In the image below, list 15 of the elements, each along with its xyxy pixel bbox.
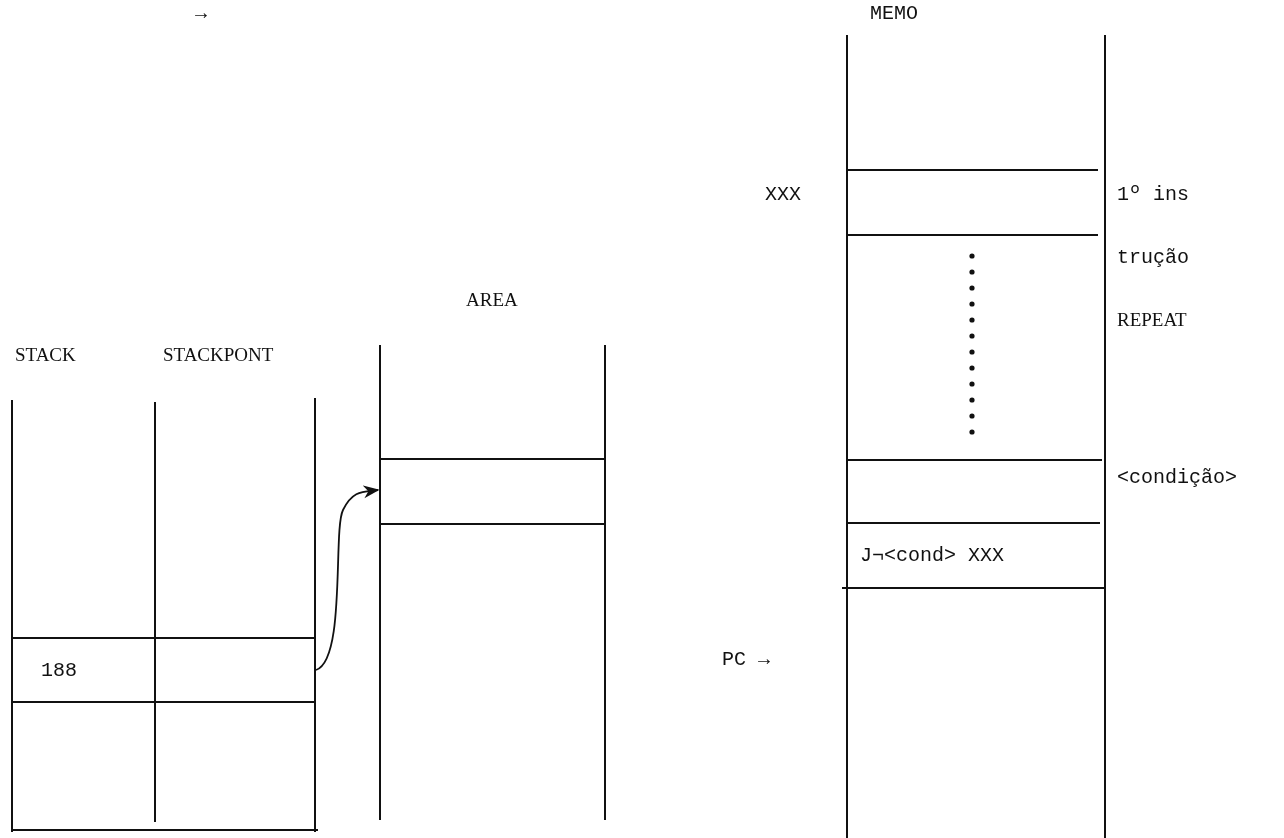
memory-cell: J¬<cond> XXX: [848, 524, 1104, 587]
column-label: STACKPONT: [163, 343, 274, 367]
curved-arrow: [315, 485, 380, 671]
memory-cell: 188: [13, 639, 154, 701]
column-label: MEMO: [870, 2, 918, 26]
note-text: <condição>: [1117, 466, 1238, 490]
note-text: 1º ins: [1117, 183, 1189, 207]
pointer-label: PC →: [722, 648, 770, 672]
memory-cell: [379, 458, 606, 525]
direction-arrow: →: [195, 2, 207, 26]
note-text: REPEAT: [1117, 308, 1187, 332]
note-text: trução: [1117, 246, 1189, 270]
column-label: AREA: [466, 288, 518, 312]
address-label: XXX: [765, 183, 801, 207]
column-label: STACK: [15, 343, 76, 367]
